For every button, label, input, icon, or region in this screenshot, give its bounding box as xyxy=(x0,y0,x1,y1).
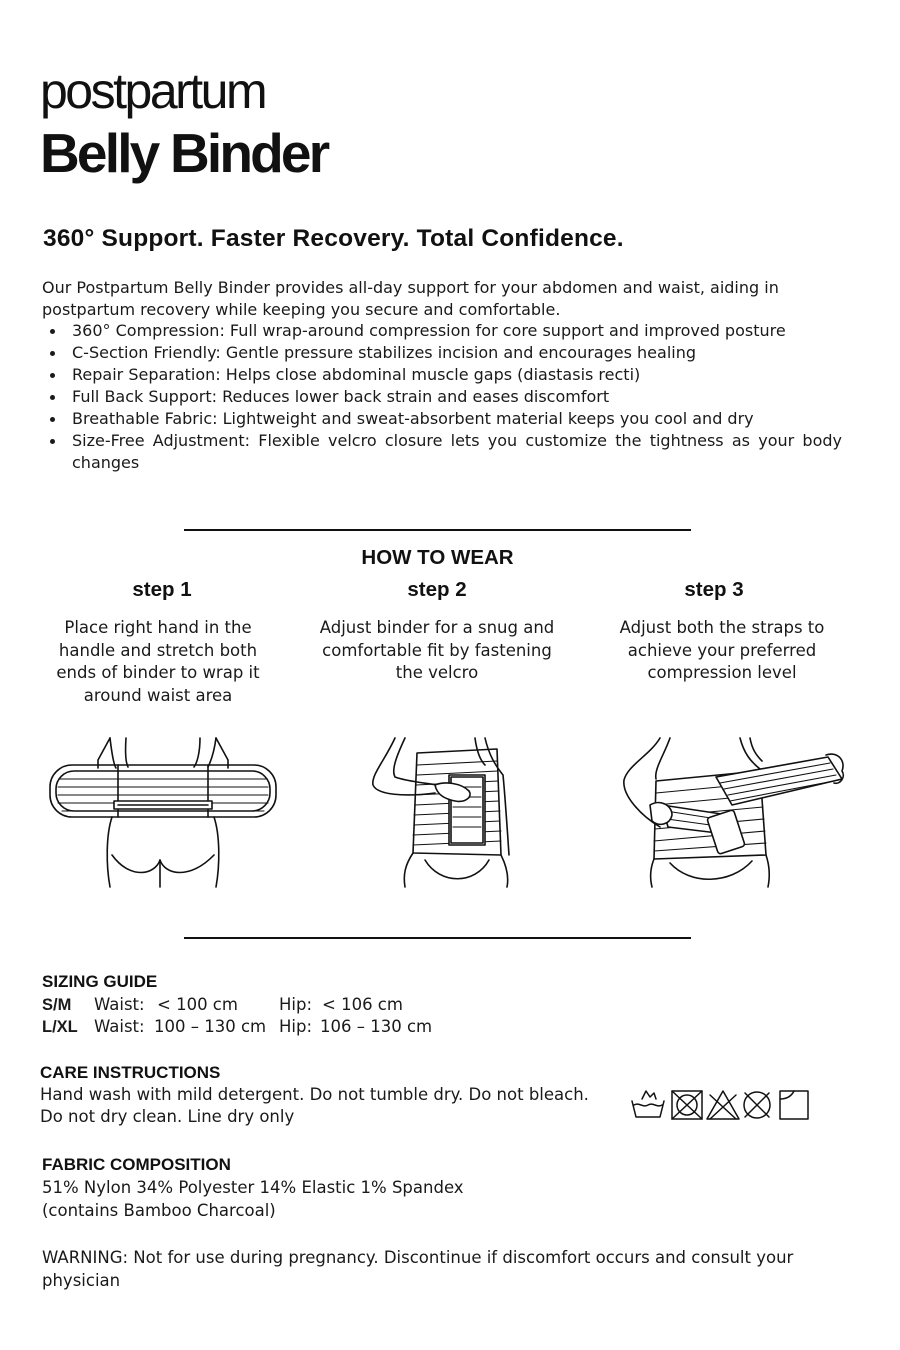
line-dry-icon xyxy=(779,1090,809,1120)
size-label: L/XL xyxy=(42,1018,78,1036)
hip-label: Hip: xyxy=(279,995,313,1014)
product-title: Belly Binder xyxy=(40,122,330,184)
warning-text: WARNING: Not for use during pregnancy. D… xyxy=(42,1248,794,1290)
feature-item: 360° Compression: Full wrap-around compr… xyxy=(42,320,842,342)
step-1-text: Place right hand in the handle and stret… xyxy=(56,618,260,705)
waist-value: < 100 cm xyxy=(157,995,238,1014)
no-bleach-icon xyxy=(706,1090,740,1120)
step-1-title: step 1 xyxy=(132,578,192,601)
hand-wash-icon xyxy=(631,1090,665,1118)
no-dry-clean-icon xyxy=(743,1091,771,1119)
no-tumble-dry-icon xyxy=(671,1090,703,1120)
divider-top xyxy=(184,529,691,531)
fabric-line-2: (contains Bamboo Charcoal) xyxy=(42,1201,276,1220)
feature-item: C-Section Friendly: Gentle pressure stab… xyxy=(42,342,842,364)
care-line-2: Do not dry clean. Line dry only xyxy=(40,1107,295,1126)
fabric-composition-heading: FABRIC COMPOSITION xyxy=(42,1155,231,1174)
sizing-guide-heading: SIZING GUIDE xyxy=(42,972,158,991)
waist-label: Waist: xyxy=(94,995,145,1014)
feature-item: Breathable Fabric: Lightweight and sweat… xyxy=(42,408,842,430)
brand-subtitle: postpartum xyxy=(40,63,268,119)
feature-list: 360° Compression: Full wrap-around compr… xyxy=(42,320,842,474)
step-2-text: Adjust binder for a snug and comfortable… xyxy=(319,618,555,682)
size-label: S/M xyxy=(42,996,72,1014)
feature-item: Repair Separation: Helps close abdominal… xyxy=(42,364,842,386)
waist-value: 100 – 130 cm xyxy=(154,1017,267,1036)
fabric-line-1: 51% Nylon 34% Polyester 14% Elastic 1% S… xyxy=(42,1178,464,1197)
hip-value: < 106 cm xyxy=(322,995,403,1014)
waist-label: Waist: xyxy=(94,1017,145,1036)
size-row-sm: S/M Waist: < 100 cm Hip: < 106 cm xyxy=(42,994,462,1016)
hip-value: 106 – 130 cm xyxy=(320,1017,433,1036)
size-row-lxl: L/XL Waist: 100 – 130 cm Hip: 106 – 130 … xyxy=(42,1016,462,1038)
feature-item: Size-Free Adjustment: Flexible velcro cl… xyxy=(42,430,842,474)
care-line-1: Hand wash with mild detergent. Do not tu… xyxy=(40,1085,589,1104)
tagline: 360° Support. Faster Recovery. Total Con… xyxy=(43,225,624,252)
intro-paragraph: Our Postpartum Belly Binder provides all… xyxy=(42,278,779,319)
step-2-title: step 2 xyxy=(407,578,467,601)
divider-bottom xyxy=(184,937,691,939)
step-3-text: Adjust both the straps to achieve your p… xyxy=(619,618,825,682)
step-2-illustration xyxy=(372,737,510,888)
care-instructions-heading: CARE INSTRUCTIONS xyxy=(40,1063,221,1082)
hip-label: Hip: xyxy=(279,1017,313,1036)
step-1-illustration xyxy=(49,737,277,888)
step-3-title: step 3 xyxy=(684,578,744,601)
care-symbols xyxy=(631,1090,809,1120)
feature-item: Full Back Support: Reduces lower back st… xyxy=(42,386,842,408)
how-to-wear-heading: HOW TO WEAR xyxy=(361,546,514,569)
step-3-illustration xyxy=(623,737,845,888)
